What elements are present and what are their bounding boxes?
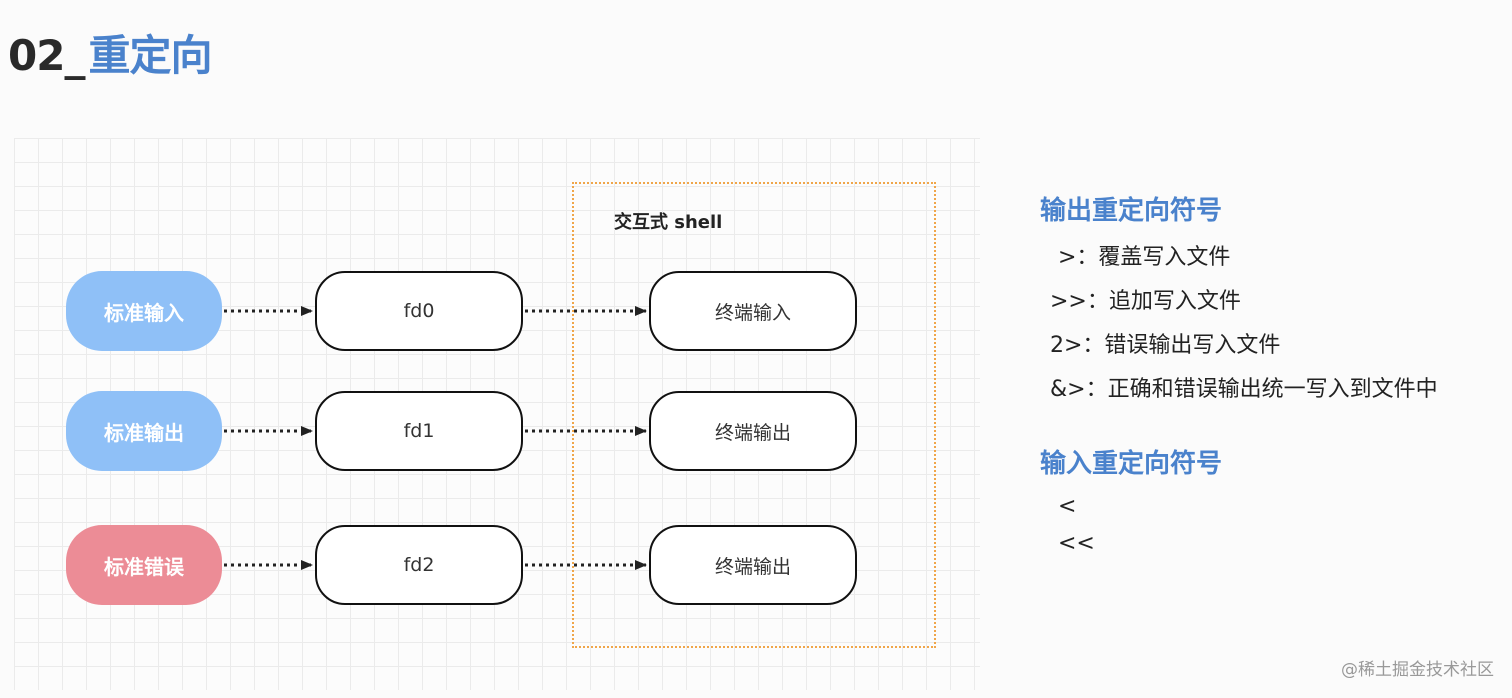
output-item-stderr: 2>：错误输出写入文件: [1050, 333, 1281, 358]
source-stderr: 标准错误: [66, 525, 222, 605]
output-redirect-heading: 输出重定向符号: [1040, 196, 1223, 226]
terminal-error-node: 终端输出: [649, 525, 857, 605]
title-text: 重定向: [88, 31, 212, 80]
shell-boundary: [572, 182, 936, 648]
redirect-legend: 输出重定向符号 >：覆盖写入文件 >>：追加写入文件 2>：错误输出写入文件 &…: [1040, 190, 1438, 556]
output-item-both: &>：正确和错误输出统一写入到文件中: [1050, 377, 1438, 402]
fd0-node: fd0: [315, 271, 523, 351]
output-item-overwrite: >：覆盖写入文件: [1058, 245, 1231, 270]
title-number: 02_: [8, 31, 85, 80]
terminal-output-node: 终端输出: [649, 391, 857, 471]
fd1-node: fd1: [315, 391, 523, 471]
terminal-input-node: 终端输入: [649, 271, 857, 351]
source-stdout: 标准输出: [66, 391, 222, 471]
input-redirect-heading: 输入重定向符号: [1040, 449, 1223, 479]
output-item-append: >>：追加写入文件: [1050, 289, 1241, 314]
watermark: @稀土掘金技术社区: [1341, 660, 1494, 680]
input-item-single: <: [1058, 494, 1077, 519]
source-stdin: 标准输入: [66, 271, 222, 351]
shell-label: 交互式 shell: [614, 212, 723, 233]
page-title: 02_重定向: [8, 22, 212, 83]
fd2-node: fd2: [315, 525, 523, 605]
input-item-double: <<: [1058, 531, 1095, 556]
